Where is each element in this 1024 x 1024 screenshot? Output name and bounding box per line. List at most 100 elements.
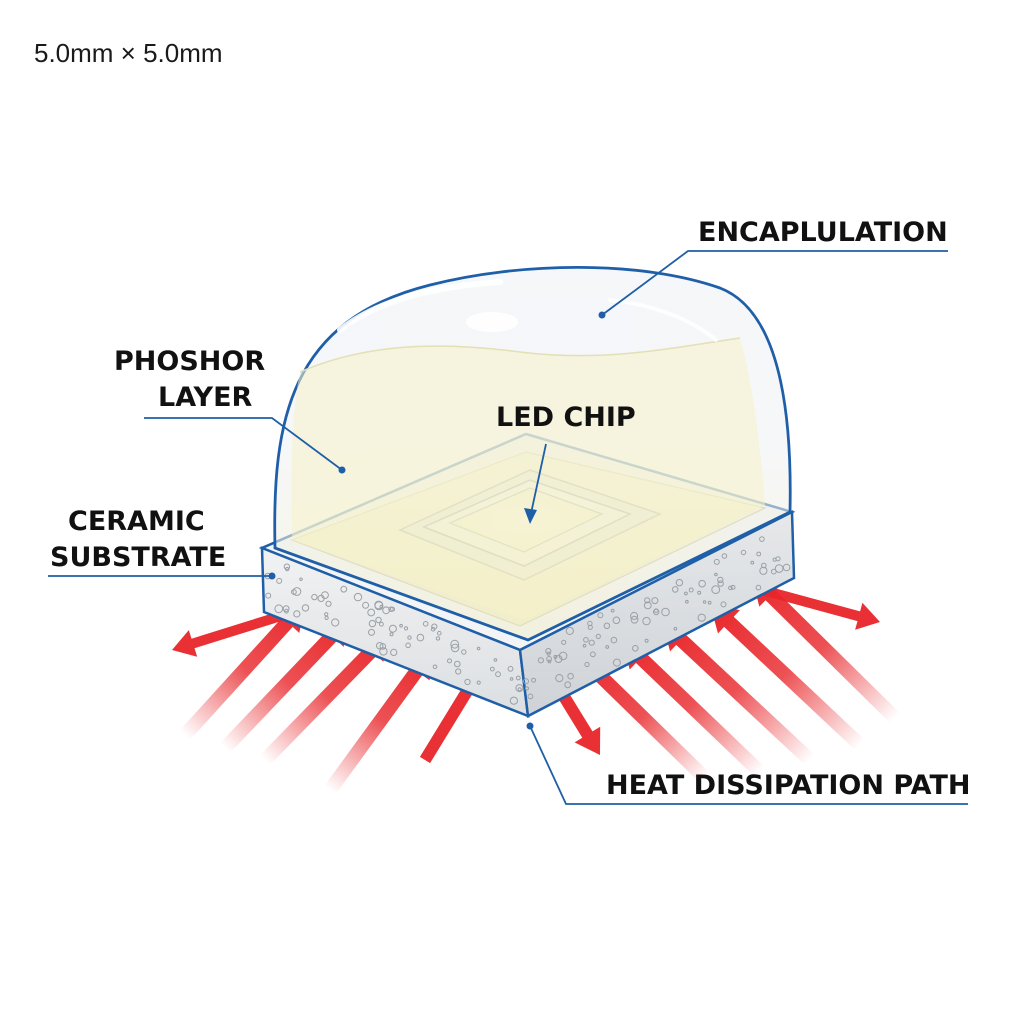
substrate-pore <box>714 572 718 577</box>
substrate-pore <box>721 553 728 559</box>
substrate-pore <box>583 637 589 643</box>
label-ceramic-line1: CERAMIC <box>68 506 205 537</box>
substrate-pore <box>493 658 498 662</box>
substrate-pore <box>684 591 688 596</box>
substrate-pore <box>399 623 403 628</box>
substrate-pore <box>435 636 441 641</box>
substrate-pore <box>489 666 495 672</box>
substrate-pore <box>375 616 382 624</box>
substrate-pore <box>685 599 689 604</box>
heat-arrow-icon <box>554 686 601 755</box>
substrate-pore <box>285 566 290 572</box>
substrate-pore <box>558 651 568 661</box>
substrate-pore <box>340 585 348 593</box>
substrate-pore <box>515 675 521 681</box>
dome-highlight-right <box>608 298 718 342</box>
substrate-pore <box>527 693 534 700</box>
substrate-pore <box>523 678 529 685</box>
substrate-pore <box>455 668 462 675</box>
leader-ceramic-tip <box>268 572 276 580</box>
substrate-pore <box>547 659 552 664</box>
substrate-pore <box>432 664 438 670</box>
substrate-pore <box>515 684 524 693</box>
substrate-pore <box>597 612 604 619</box>
substrate-pore <box>321 591 329 599</box>
substrate-pore <box>374 600 384 610</box>
substrate-pore <box>651 597 659 605</box>
substrate-pore <box>461 649 467 655</box>
encapsulation-dome <box>273 265 792 642</box>
substrate-pore <box>564 681 572 689</box>
substrate-pore <box>717 576 724 584</box>
substrate-pore <box>632 645 639 652</box>
label-phosphor-line2: LAYER <box>158 382 253 413</box>
substrate-pore <box>495 671 501 678</box>
substrate-pore <box>595 633 601 640</box>
substrate-pore <box>454 660 461 668</box>
substrate-pore <box>565 626 574 636</box>
substrate-pore <box>653 608 660 616</box>
substrate-pore <box>353 592 363 602</box>
heat-arrow-icon <box>710 604 865 751</box>
substrate-pore <box>713 558 720 565</box>
substrate-pore <box>450 639 460 649</box>
phosphor-layer-fill <box>291 338 765 620</box>
heat-arrow-icon <box>752 577 900 723</box>
substrate-pore <box>388 606 394 612</box>
heat-arrow-icon <box>753 583 880 630</box>
substrate-pore <box>405 642 411 649</box>
substrate-pore <box>643 601 652 610</box>
substrate-pore <box>368 628 375 636</box>
substrate-pore <box>331 618 340 627</box>
substrate-pore <box>291 589 297 595</box>
leader-heat-path-tip <box>526 722 534 730</box>
heat-arrow-icon <box>622 640 765 778</box>
substrate-pore <box>301 604 310 612</box>
substrate-pore <box>707 600 712 605</box>
substrate-pore <box>610 608 615 613</box>
substrate-pore <box>431 623 438 630</box>
phosphor-edge <box>299 337 741 373</box>
substrate-pore <box>553 654 558 659</box>
leader-heat-path <box>529 725 968 805</box>
substrate-pore <box>728 585 733 591</box>
heat-arrow-icon <box>419 670 481 764</box>
substrate-pores <box>264 536 791 705</box>
substrate-pore <box>720 601 727 608</box>
substrate-pore <box>450 643 460 653</box>
substrate-pore <box>437 630 442 636</box>
label-ceramic-line2: SUBSTRATE <box>50 542 226 573</box>
substrate-pore <box>447 658 452 664</box>
substrate-pore <box>292 587 302 596</box>
substrate-right-face <box>518 509 796 718</box>
heat-arrow-icon <box>260 632 390 765</box>
substrate-pore <box>554 655 563 663</box>
substrate-pore <box>717 580 724 587</box>
heat-arrow-icon <box>172 605 302 657</box>
leader-phosphor-tip <box>338 466 346 474</box>
substrate-pore <box>293 610 301 618</box>
substrate-pore <box>283 563 291 570</box>
substrate-pore <box>276 577 283 584</box>
substrate-pore <box>644 597 651 604</box>
substrate-pore <box>588 639 595 646</box>
substrate-pore <box>509 696 519 705</box>
substrate-pore <box>630 611 639 620</box>
substrate-pore <box>379 621 384 627</box>
substrate-pore <box>605 645 610 649</box>
substrate-pore <box>755 584 762 591</box>
substrate-pore <box>702 600 707 604</box>
substrate-pore <box>642 616 651 626</box>
substrate-pore <box>612 616 621 625</box>
substrate-pore <box>531 677 537 683</box>
heat-arrow-icon <box>219 617 350 753</box>
heat-arrow-icon <box>580 656 710 783</box>
substrate-pore <box>590 651 596 658</box>
dome-highlight-spot <box>466 312 518 332</box>
substrate-pore <box>546 651 551 656</box>
leader-encapsulation-tip <box>598 311 606 319</box>
substrate-pore <box>671 586 679 593</box>
substrate-pore <box>759 566 768 575</box>
substrate-pore <box>284 608 289 614</box>
